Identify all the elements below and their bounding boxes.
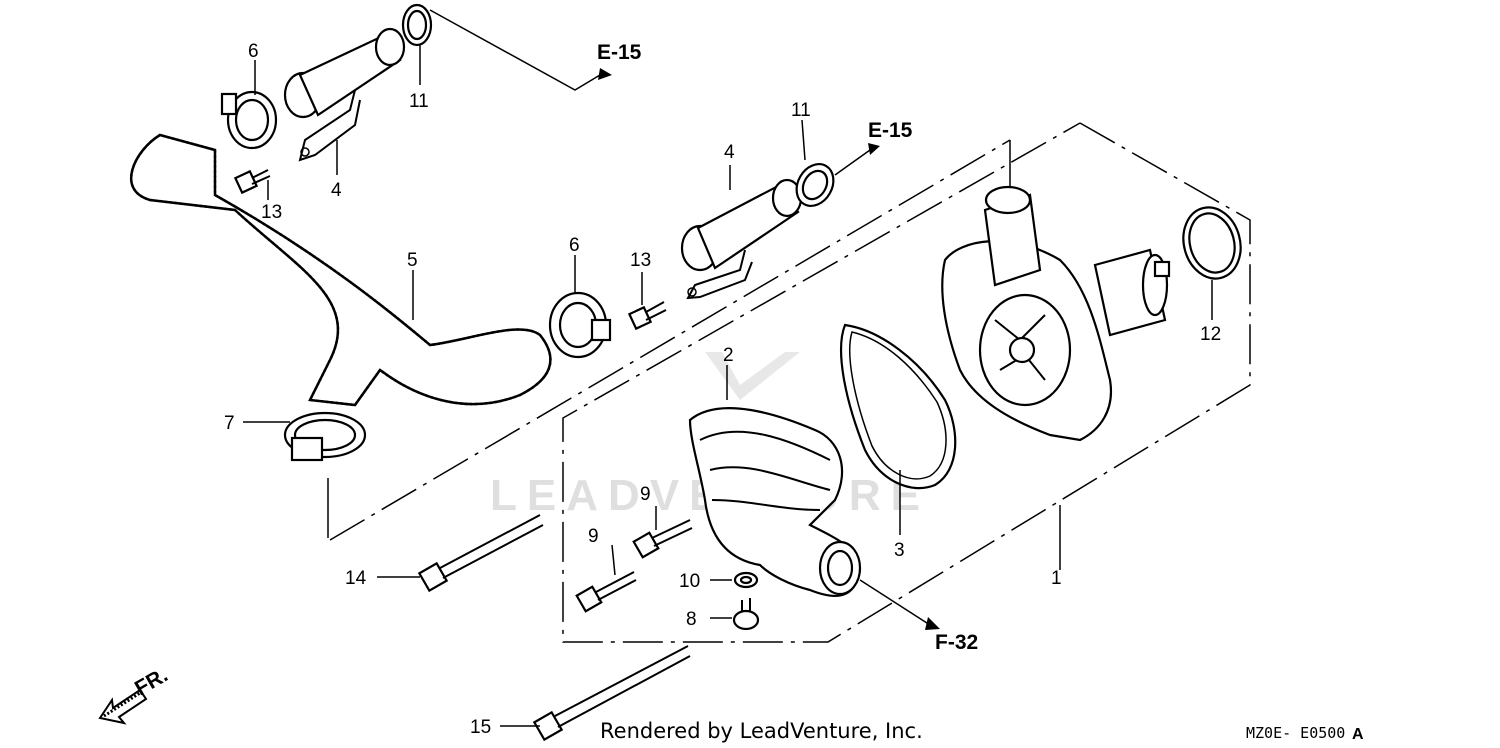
bolt-9-upper[interactable]	[632, 519, 693, 559]
long-bolt-15[interactable]	[532, 645, 691, 742]
section-references: E-15 E-15 F-32	[597, 41, 978, 654]
callout-3[interactable]: 3	[894, 540, 905, 561]
bolt-9-lower[interactable]	[575, 571, 637, 613]
callout-11-upper[interactable]: 11	[409, 91, 429, 112]
o-ring-12[interactable]	[1176, 201, 1249, 285]
callout-7[interactable]: 7	[224, 413, 235, 434]
hose-clamp-upper[interactable]	[220, 90, 278, 150]
callout-6-middle[interactable]: 6	[569, 235, 580, 256]
water-pump-cover[interactable]	[688, 407, 862, 598]
water-pipe-upper[interactable]	[283, 27, 406, 162]
o-ring-upper[interactable]	[401, 3, 433, 47]
callout-11-middle[interactable]: 11	[791, 100, 811, 121]
coolant-hose[interactable]	[129, 133, 552, 407]
o-ring-middle[interactable]	[789, 157, 840, 212]
reference-e15-upper[interactable]: E-15	[597, 41, 642, 64]
hose-clamp-middle[interactable]	[548, 291, 612, 359]
callout-8[interactable]: 8	[686, 609, 697, 630]
front-direction-marker: FR.	[98, 663, 172, 725]
callout-10[interactable]: 10	[679, 571, 700, 592]
water-pump[interactable]	[941, 185, 1171, 442]
callout-13-middle[interactable]: 13	[630, 250, 651, 271]
callout-12[interactable]: 12	[1200, 324, 1221, 345]
callout-13-upper[interactable]: 13	[261, 202, 282, 223]
sealing-washer[interactable]	[733, 571, 759, 589]
callout-labels: 1 2 3 4 4 5 6 6 7 8 9 9 10 11 11 12 13 1…	[224, 41, 1221, 738]
callout-14[interactable]: 14	[345, 568, 367, 589]
callout-6-upper[interactable]: 6	[248, 41, 259, 62]
pump-gasket[interactable]	[839, 323, 957, 490]
diagram-code: MZ0E- E0500	[1246, 724, 1345, 742]
callout-15[interactable]: 15	[470, 717, 491, 738]
bolt-13-upper[interactable]	[233, 169, 271, 195]
reference-e15-middle[interactable]: E-15	[868, 119, 913, 142]
callout-9-lower[interactable]: 9	[588, 526, 599, 547]
reference-f32[interactable]: F-32	[935, 631, 978, 654]
water-pipe-middle[interactable]	[680, 178, 803, 300]
hose-clamp-7[interactable]	[283, 411, 367, 462]
callout-2[interactable]: 2	[723, 345, 734, 366]
diagram-code-suffix: A	[1352, 726, 1364, 743]
long-bolt-14[interactable]	[417, 514, 544, 593]
assembly-outlines	[327, 122, 1251, 643]
callout-4-upper[interactable]: 4	[331, 180, 342, 201]
bolt-13-middle[interactable]	[627, 301, 667, 331]
callout-9-upper[interactable]: 9	[640, 484, 651, 505]
leader-lines	[243, 9, 1213, 727]
callout-4-middle[interactable]: 4	[724, 142, 735, 163]
bolt-8[interactable]	[732, 598, 760, 631]
footer-credit: Rendered by LeadVenture, Inc.	[600, 719, 923, 743]
callout-5[interactable]: 5	[407, 250, 418, 271]
callout-1[interactable]: 1	[1051, 568, 1062, 589]
